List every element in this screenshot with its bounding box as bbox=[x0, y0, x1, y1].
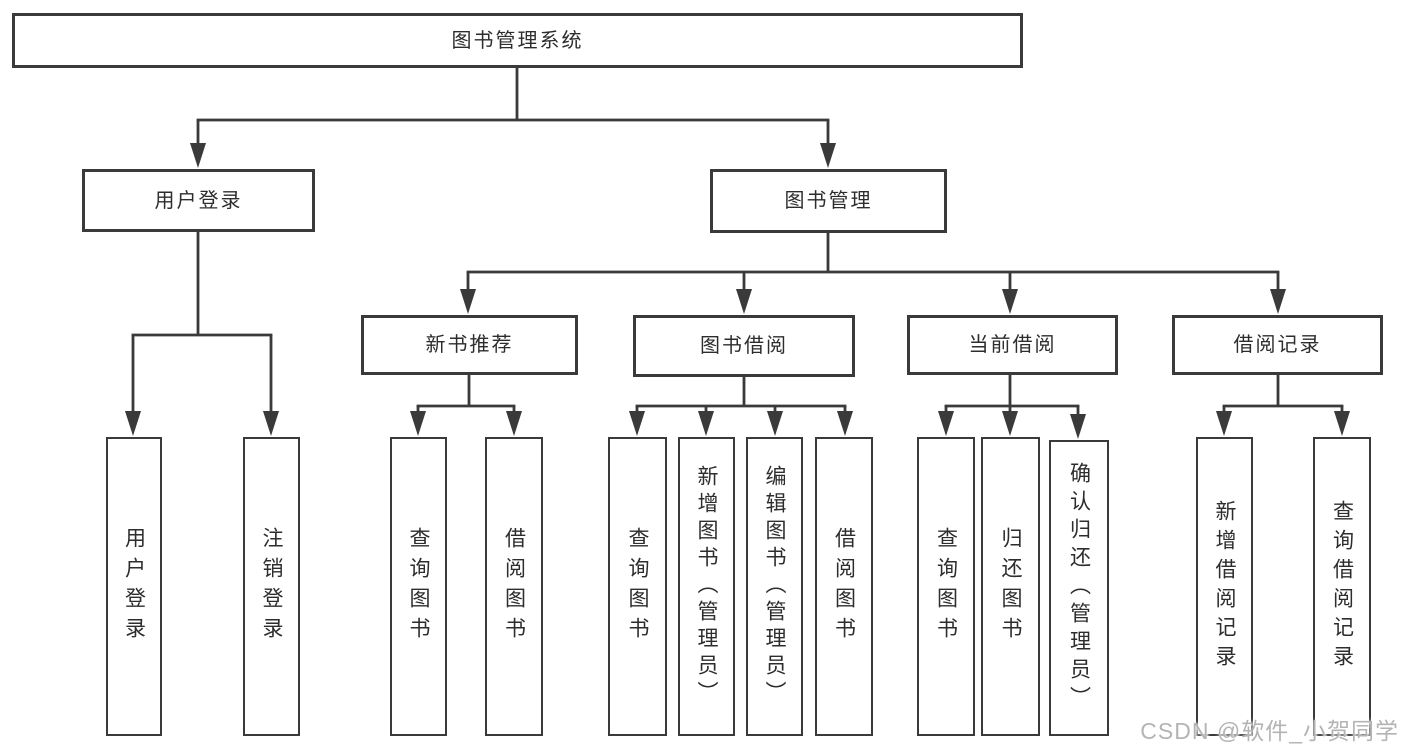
node-label: 用户登录 bbox=[122, 526, 146, 647]
node-label: 注销登录 bbox=[260, 526, 283, 647]
leaf-query-books: 查询图书 bbox=[917, 437, 975, 736]
node-label: 确认归还（管理员） bbox=[1067, 462, 1091, 714]
leaf-query-books: 查询图书 bbox=[608, 437, 667, 736]
node-book-borrowing: 图书借阅 bbox=[633, 315, 855, 377]
leaf-add-books-admin: 新增图书（管理员） bbox=[678, 437, 735, 736]
leaf-user-login: 用户登录 bbox=[106, 437, 162, 736]
leaf-borrow-books: 借阅图书 bbox=[815, 437, 873, 736]
node-book-management: 图书管理 bbox=[710, 169, 947, 233]
node-label: 编辑图书（管理员） bbox=[763, 465, 786, 708]
node-label: 图书管理系统 bbox=[451, 29, 584, 52]
node-label: 归还图书 bbox=[999, 526, 1022, 647]
watermark: CSDN @软件_小贺同学 bbox=[1140, 718, 1399, 744]
node-label: 图书借阅 bbox=[700, 335, 788, 357]
node-library-management-system: 图书管理系统 bbox=[12, 13, 1023, 68]
node-borrowing-records: 借阅记录 bbox=[1172, 315, 1383, 375]
leaf-query-books: 查询图书 bbox=[390, 437, 447, 736]
leaf-query-borrow-record: 查询借阅记录 bbox=[1313, 437, 1371, 736]
leaf-borrow-books: 借阅图书 bbox=[485, 437, 543, 736]
node-label: 图书管理 bbox=[784, 190, 873, 212]
node-label: 新增借阅记录 bbox=[1213, 499, 1236, 674]
node-label: 新书推荐 bbox=[425, 334, 514, 356]
leaf-return-books: 归还图书 bbox=[981, 437, 1040, 736]
node-label: 用户登录 bbox=[154, 189, 243, 212]
leaf-add-borrow-record: 新增借阅记录 bbox=[1196, 437, 1253, 736]
node-label: 借阅记录 bbox=[1233, 334, 1322, 356]
node-label: 借阅图书 bbox=[832, 526, 856, 647]
node-label: 当前借阅 bbox=[968, 334, 1057, 356]
node-label: 查询图书 bbox=[407, 526, 430, 647]
leaf-edit-books-admin: 编辑图书（管理员） bbox=[746, 437, 803, 736]
leaf-logout: 注销登录 bbox=[243, 437, 300, 736]
node-label: 新增图书（管理员） bbox=[695, 465, 718, 708]
node-current-borrowing: 当前借阅 bbox=[907, 315, 1118, 375]
node-label: 查询图书 bbox=[934, 526, 958, 647]
node-label: 借阅图书 bbox=[502, 526, 526, 647]
node-new-book-recommendation: 新书推荐 bbox=[361, 315, 578, 375]
arrowhead-icons bbox=[125, 143, 1350, 439]
node-label: 查询图书 bbox=[626, 526, 649, 647]
node-label: 查询借阅记录 bbox=[1330, 499, 1354, 674]
leaf-confirm-return-admin: 确认归还（管理员） bbox=[1049, 440, 1109, 736]
node-user-login: 用户登录 bbox=[82, 169, 315, 232]
